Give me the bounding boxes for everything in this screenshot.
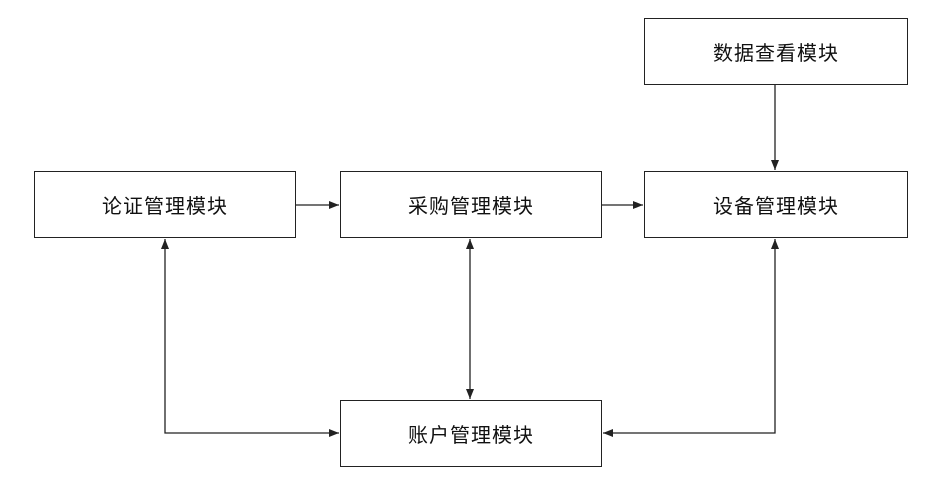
data-view-module-label: 数据查看模块	[713, 37, 839, 66]
account-module-box: 账户管理模块	[340, 400, 602, 467]
purchase-module-box: 采购管理模块	[340, 171, 602, 238]
argument-module-label: 论证管理模块	[102, 190, 228, 219]
data-view-module-box: 数据查看模块	[644, 18, 908, 85]
arrow-argument-account-bidirectional	[165, 239, 339, 433]
equipment-module-box: 设备管理模块	[644, 171, 908, 238]
argument-module-box: 论证管理模块	[34, 171, 296, 238]
arrow-equipment-account-bidirectional	[603, 239, 775, 433]
account-module-label: 账户管理模块	[408, 419, 534, 448]
equipment-module-label: 设备管理模块	[713, 190, 839, 219]
purchase-module-label: 采购管理模块	[408, 190, 534, 219]
